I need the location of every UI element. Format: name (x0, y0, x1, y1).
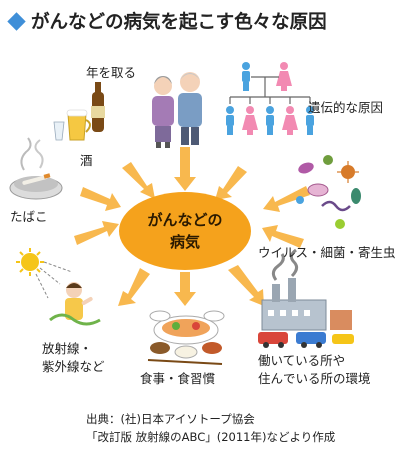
arrow-bottom (174, 272, 196, 306)
center-label: がんなどの 病気 (122, 194, 248, 268)
label-radiation: 放射線・ 紫外線など (42, 340, 105, 376)
elderly-couple-illustration (152, 72, 202, 148)
person-female-icon (276, 62, 292, 91)
arrow-top (174, 147, 196, 191)
label-environment-line1: 働いている所や (258, 353, 346, 368)
person-male-icon (226, 106, 234, 135)
label-diet: 食事・食習慣 (140, 371, 216, 386)
center-line2: 病気 (169, 233, 200, 251)
title-text: がんなどの病気を起こす色々な原因 (31, 12, 327, 33)
person-male-icon (266, 106, 274, 135)
center-ellipse (119, 192, 251, 270)
arrow-left-upper (80, 187, 121, 211)
arrow-right-upper (263, 186, 310, 212)
environment-illustration (258, 248, 354, 348)
person-male-icon (306, 106, 314, 135)
label-environment-line2: 住んでいる所の環境 (258, 371, 371, 386)
source-note: 出典：(社)日本アイソトープ協会 「改訂版 放射線のABC」(2011年)などよ… (86, 410, 335, 446)
person-female-icon (242, 106, 258, 135)
arrow-right-lower (262, 225, 304, 248)
arrow-left-lower (74, 221, 119, 245)
label-alcohol: 酒 (80, 153, 93, 168)
tobacco-illustration (9, 137, 63, 200)
arrow-top-left (122, 162, 155, 199)
page-title: がんなどの病気を起こす色々な原因 (6, 6, 398, 36)
center-line1: がんなどの (147, 211, 223, 229)
label-radiation-line2: 紫外線など (42, 359, 105, 374)
arrow-bottom-left (118, 268, 150, 306)
label-heredity: 遺伝的な原因 (308, 100, 384, 115)
source-line1: 出典：(社)日本アイソトープ協会 (86, 412, 255, 426)
food-illustration (147, 310, 225, 365)
label-age: 年を取る (86, 65, 137, 80)
arrow-bottom-right (228, 265, 264, 306)
germs-illustration (296, 155, 361, 229)
alcohol-illustration (53, 82, 105, 141)
label-infection: ウイルス・細菌・寄生虫 (258, 245, 396, 260)
label-radiation-line1: 放射線・ (42, 341, 93, 356)
person-female-icon (282, 106, 298, 135)
person-male-icon (242, 62, 250, 91)
label-tobacco: たばこ (10, 209, 48, 224)
arrows (74, 147, 310, 306)
sun-uv-illustration (16, 248, 101, 326)
source-line2: 「改訂版 放射線のABC」(2011年)などより作成 (86, 430, 336, 444)
family-tree-illustration (226, 62, 314, 135)
arrow-top-right (215, 166, 247, 200)
label-environment: 働いている所や 住んでいる所の環境 (258, 352, 371, 388)
